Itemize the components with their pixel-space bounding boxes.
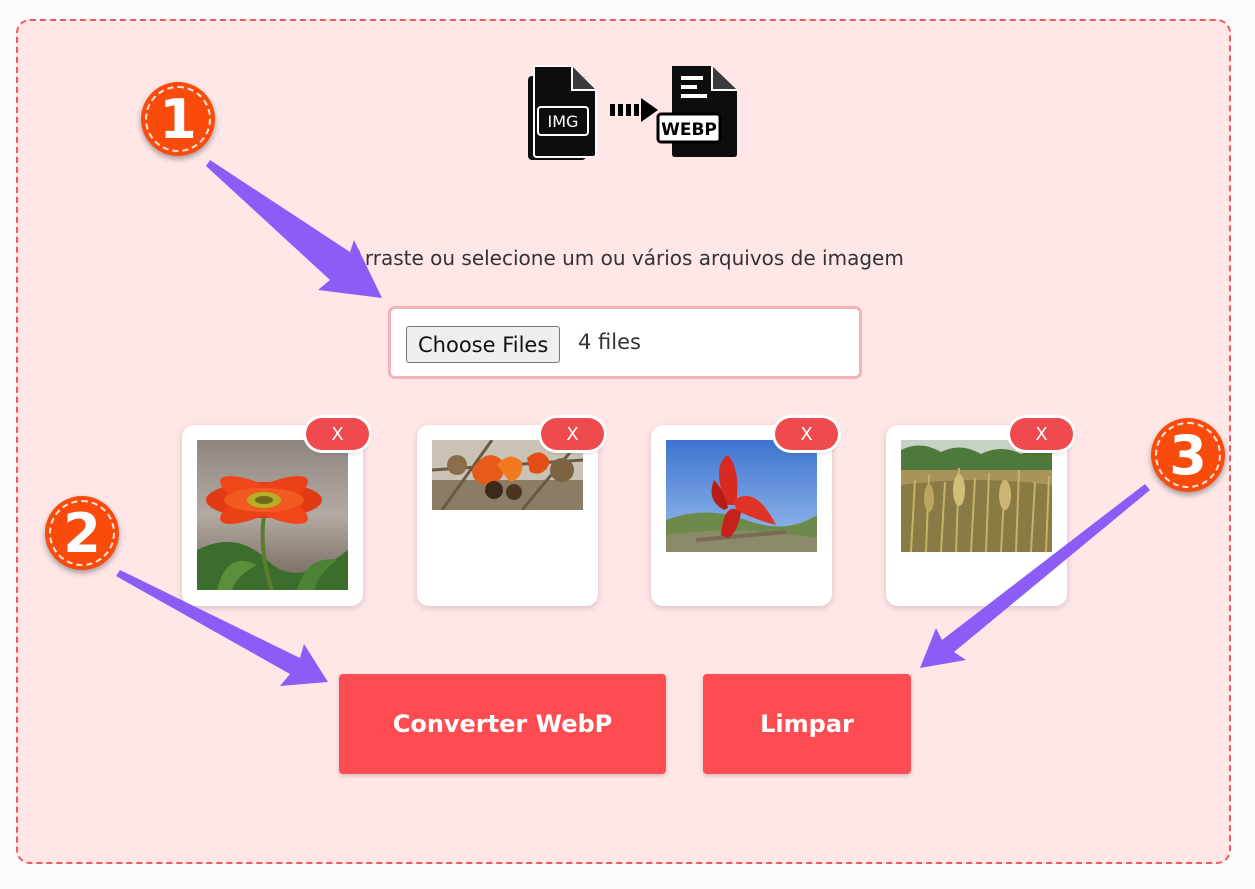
img-to-webp-logo: IMG WEBP [528,65,737,160]
clear-button[interactable]: Limpar [703,674,911,774]
remove-image-button[interactable]: X [306,418,369,450]
convert-arrow-icon [610,98,658,122]
file-count-label: 4 files [578,330,641,354]
preview-image [432,440,583,510]
preview-image [197,440,348,590]
preview-image [901,440,1052,552]
image-preview-card: X [417,418,604,606]
webp-file-icon: WEBP [656,66,737,157]
img-file-icon: IMG [528,65,597,160]
convert-webp-button[interactable]: Converter WebP [339,674,666,774]
step-1-badge: 1 [141,82,215,156]
file-input[interactable]: Choose Files 4 files [388,306,862,379]
remove-image-button[interactable]: X [541,418,604,450]
svg-text:IMG: IMG [548,112,579,131]
image-preview-card: X [182,418,369,606]
image-preview-card: X [651,418,838,606]
image-preview-card: X [886,418,1073,606]
svg-text:WEBP: WEBP [661,120,717,140]
step-2-badge: 2 [45,496,119,570]
preview-image [666,440,817,552]
remove-image-button[interactable]: X [1010,418,1073,450]
upload-instruction: Arraste ou selecione um ou vários arquiv… [351,246,904,270]
choose-files-button[interactable]: Choose Files [406,326,561,363]
step-3-badge: 3 [1151,418,1225,492]
remove-image-button[interactable]: X [775,418,838,450]
